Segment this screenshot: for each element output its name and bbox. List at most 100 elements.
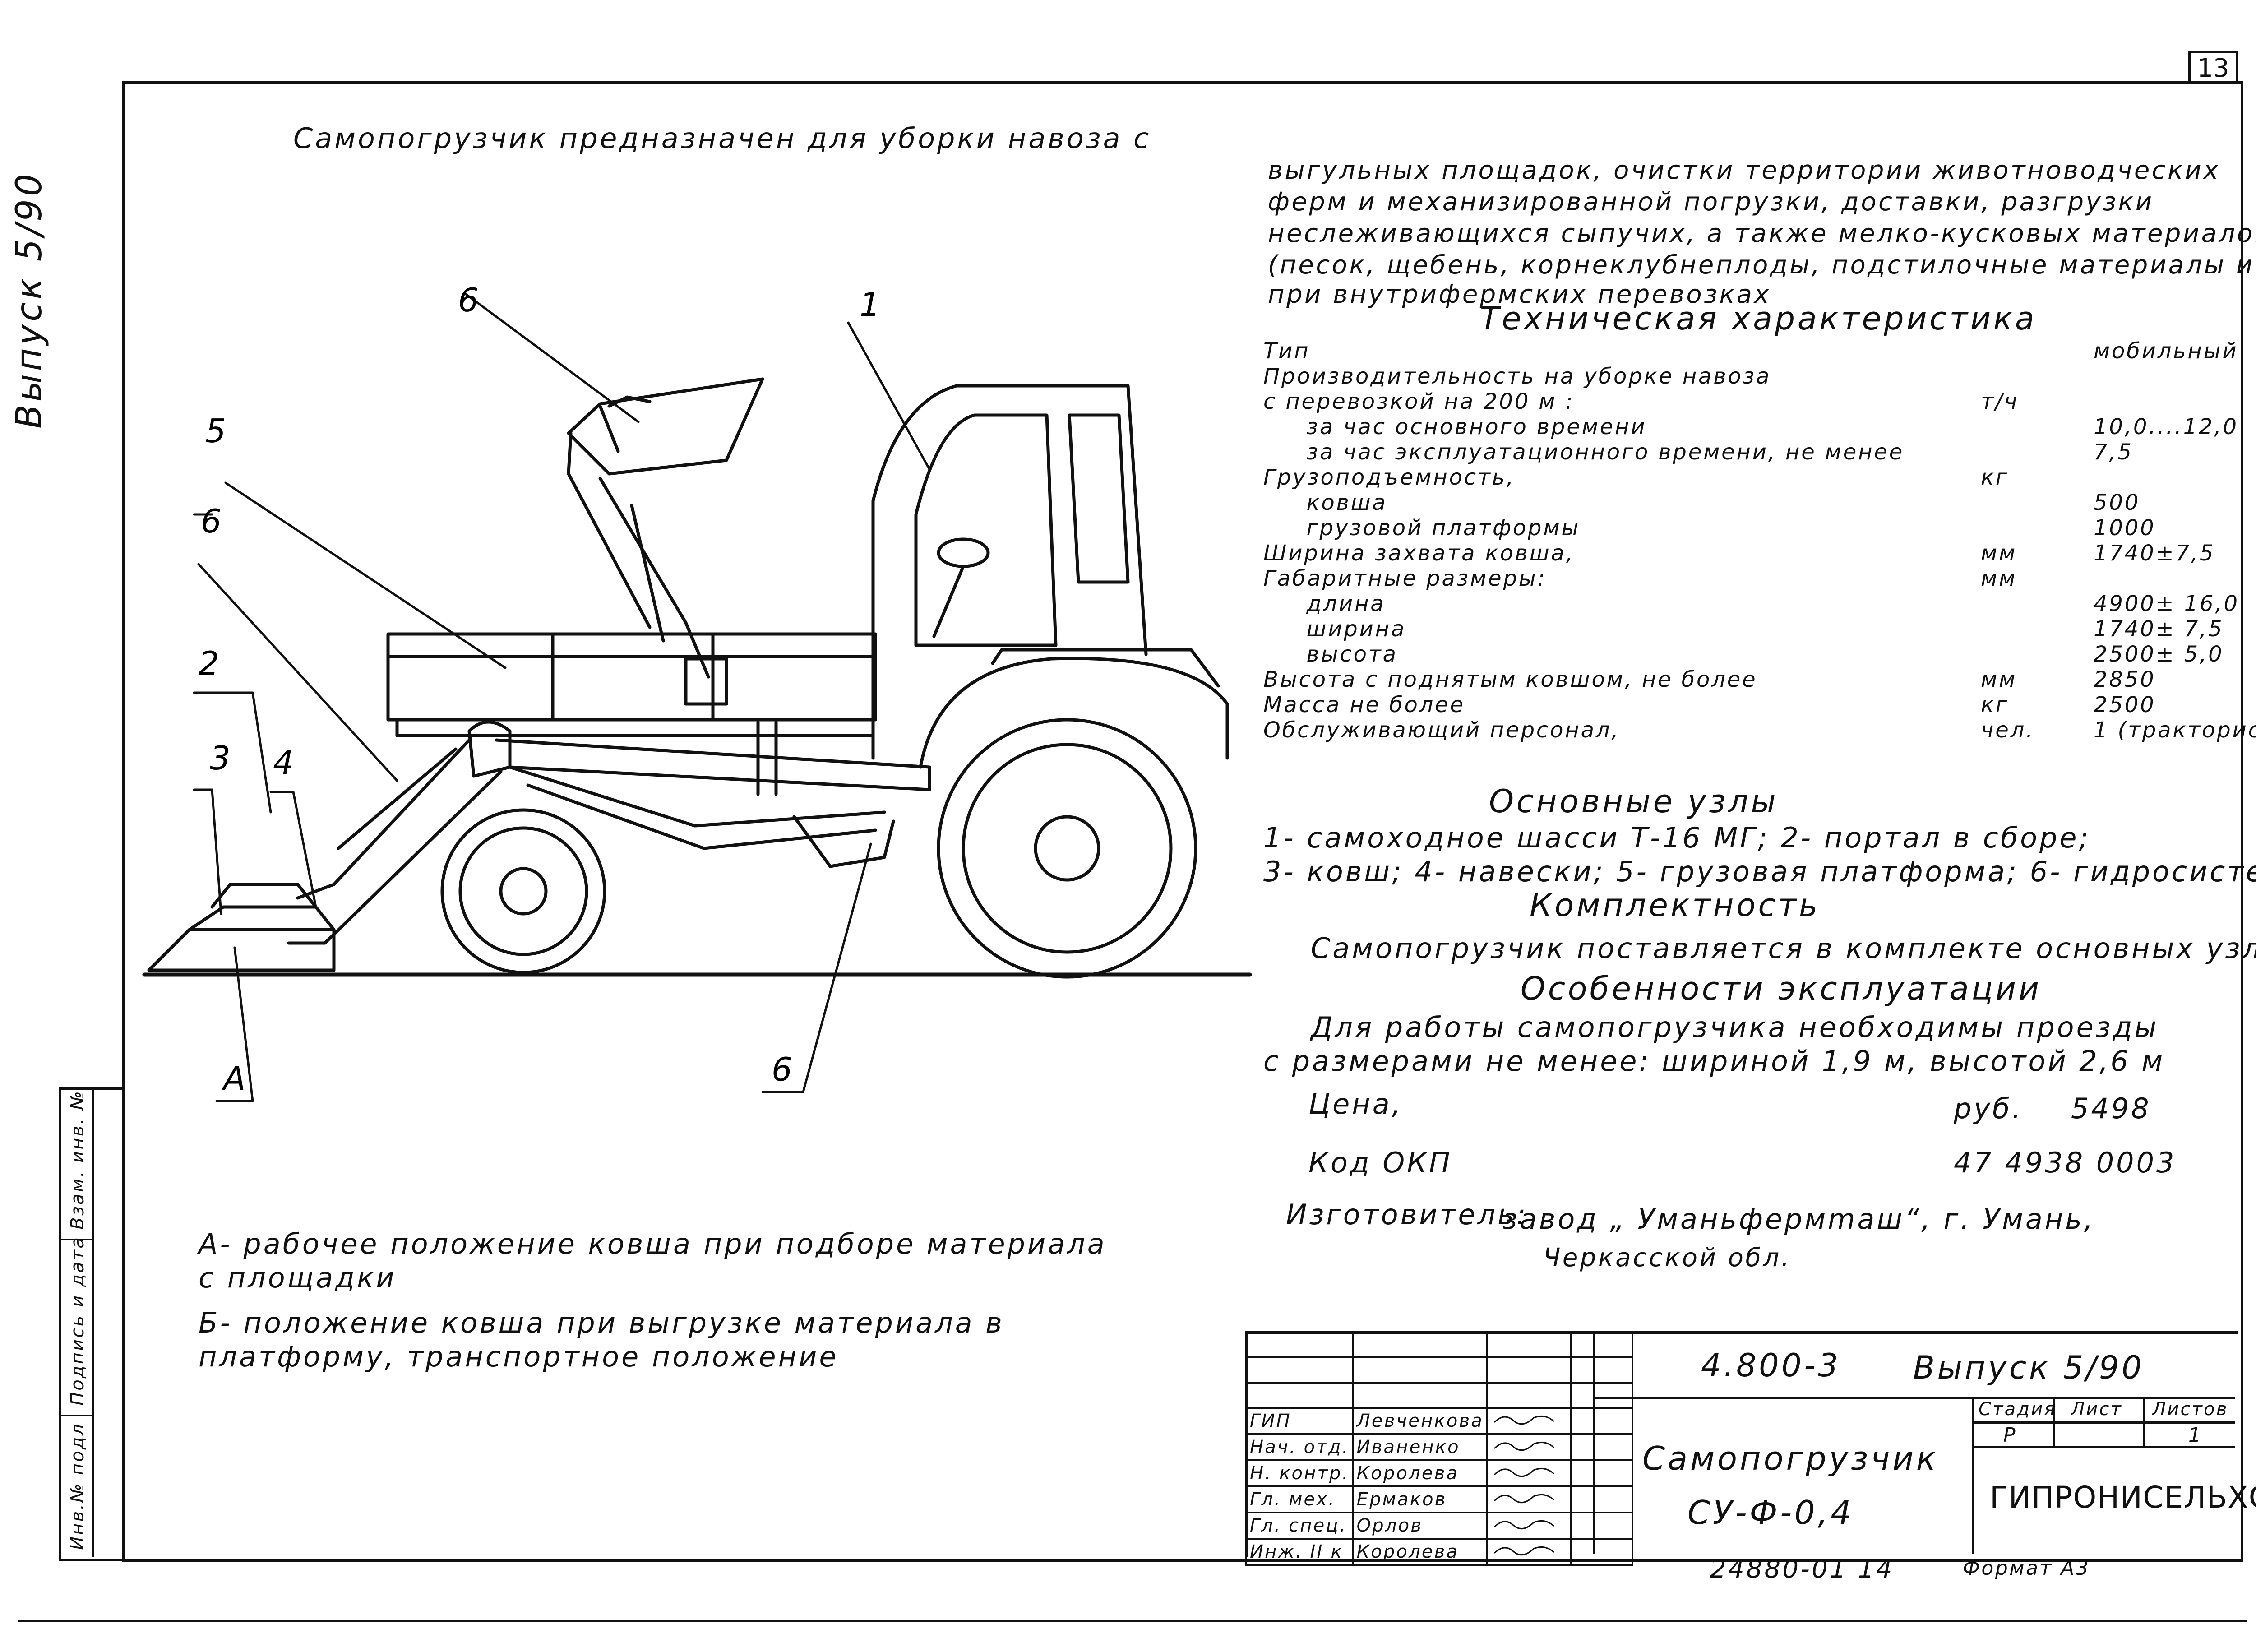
stamp-hline-2 (1974, 1421, 2235, 1424)
signature-icon (1493, 1441, 1554, 1451)
signature-name: Орлов (1352, 1512, 1488, 1540)
signature-row: Гл. мех.Ермаков (1245, 1485, 1633, 1513)
signature-row: Н. контр.Королева (1245, 1459, 1633, 1487)
signature-icon (1493, 1494, 1554, 1504)
spec-value: 1 (тракторист) (2094, 717, 2256, 743)
spec-label: за час основного времени (1263, 414, 1647, 440)
signature-row: Гл. спец.Орлов (1245, 1512, 1633, 1540)
stage-value: Р (2003, 1424, 2017, 1447)
callout-2: 2 (199, 644, 222, 682)
grid-cell (1570, 1485, 1633, 1513)
spec-value: 500 (2094, 490, 2140, 515)
spec-value: 1740± 7,5 (2094, 616, 2224, 642)
spec-row: Производительность на уборке навоза (1263, 364, 2233, 389)
legend-a-line-1: А- рабочее положение ковша при подборе м… (199, 1227, 1107, 1260)
grid-cell (1570, 1538, 1633, 1566)
signature-scribble (1486, 1512, 1572, 1540)
grid-cell (1352, 1356, 1488, 1384)
callout-6-bottom: 6 (772, 1050, 795, 1088)
strip-cell-3: Взам. инв. № (61, 1090, 92, 1240)
grid-cell (1245, 1356, 1354, 1384)
signature-empty-row (1245, 1331, 1633, 1358)
maker-line-2: Черкасской обл. (1543, 1243, 1791, 1273)
stamp-footer-num: 24880-01 14 (1710, 1555, 1894, 1584)
sheets-value: 1 (2188, 1424, 2203, 1447)
stamp-hline-3 (1974, 1446, 2235, 1448)
spec-value: 4900± 16,0 (2094, 591, 2239, 616)
signature-empty-row (1245, 1382, 1633, 1409)
spec-row: Грузоподъемность,кг (1263, 465, 2233, 490)
maker-line-1: завод „ Уманьфермmаш“, г. Умань, (1502, 1203, 2095, 1236)
sheet-number: 13 (2188, 51, 2238, 84)
grid-cell (1486, 1331, 1572, 1358)
grid-cell (1570, 1382, 1633, 1409)
spec-label: Ширина захвата ковша, (1263, 541, 1575, 566)
legend-b-line-1: Б- положение ковша при выгрузке материал… (199, 1306, 1004, 1339)
stage-header: Стадия (1979, 1399, 2057, 1420)
grid-cell (1570, 1512, 1633, 1540)
spec-value: 2500 (2094, 692, 2156, 717)
signature-name: Королева (1352, 1538, 1488, 1566)
callout-6-mid: 6 (201, 502, 224, 540)
callout-5: 5 (205, 412, 229, 450)
spec-row: Тип мобильный (1263, 338, 2237, 364)
signature-name: Ермаков (1352, 1485, 1488, 1513)
stamp-vline-3 (2143, 1397, 2145, 1448)
stamp-vline (1972, 1397, 1974, 1554)
spec-row: длина 4900± 16,0 (1263, 591, 2238, 616)
intro-line-3: ферм и механизированной погрузки, достав… (1268, 187, 2154, 217)
signature-icon (1493, 1415, 1554, 1425)
spec-label: Габаритные размеры: (1263, 566, 1547, 591)
bottom-rule (18, 1620, 2247, 1622)
spec-unit: чел. (1981, 717, 2035, 743)
spec-label: за час эксплуатационного времени, не мен… (1263, 440, 1905, 465)
grid-cell (1570, 1331, 1633, 1358)
strip-cell-1: Инв.№ подл (61, 1415, 92, 1557)
signature-name: Королева (1352, 1459, 1488, 1487)
callout-4: 4 (273, 744, 296, 782)
signature-role: Гл. спец. (1245, 1512, 1354, 1540)
signature-role: Н. контр. (1245, 1459, 1354, 1487)
spec-label: длина (1263, 591, 1386, 616)
legend-b-line-2: платформу, транспортное положение (199, 1340, 839, 1373)
spec-unit: мм (1981, 667, 2017, 692)
spec-label: ширина (1263, 616, 1406, 642)
vehicle-drawing: 6 1 5 6 2 3 4 А 6 (142, 281, 1252, 1102)
signature-role: Гл. мех. (1245, 1485, 1354, 1513)
grid-cell (1486, 1356, 1572, 1384)
spec-unit: мм (1981, 566, 2017, 591)
callout-1: 1 (860, 286, 883, 324)
spec-row: Обслуживающий персонал,чел.1 (тракторист… (1263, 717, 2256, 743)
units-title: Основные узлы (1489, 783, 1779, 820)
tech-title: Техническая характеристика (1480, 300, 2037, 337)
okp-label: Код ОКП (1308, 1146, 1452, 1179)
price-label: Цена, (1308, 1087, 1403, 1120)
spec-label: Производительность на уборке навоза (1263, 364, 1771, 389)
signature-scribble (1486, 1538, 1572, 1566)
sheets-header: Листов (2152, 1399, 2228, 1420)
intro-line-6: при внутрифермских перевозках (1268, 280, 1771, 309)
spec-label: Тип (1263, 338, 1310, 364)
spec-unit: т/ч (1981, 389, 2019, 414)
spec-label: высота (1263, 642, 1398, 667)
grid-cell (1352, 1331, 1488, 1358)
signature-role: Нач. отд. (1245, 1433, 1354, 1461)
grid-cell (1352, 1382, 1488, 1409)
stamp-issue: Выпуск 5/90 (1913, 1349, 2145, 1386)
spec-row: за час эксплуатационного времени, не мен… (1263, 440, 2233, 465)
spec-label: с перевозкой на 200 м : (1263, 389, 1575, 414)
grid-cell (1570, 1459, 1633, 1487)
spec-unit: мм (1981, 541, 2017, 566)
strip-divider (92, 1090, 94, 1557)
spec-value: мобильный (2094, 338, 2238, 364)
stamp-title-1: Самопогрузчик (1642, 1439, 1939, 1477)
callout-6-top: 6 (458, 281, 481, 319)
grid-cell (1570, 1407, 1633, 1435)
